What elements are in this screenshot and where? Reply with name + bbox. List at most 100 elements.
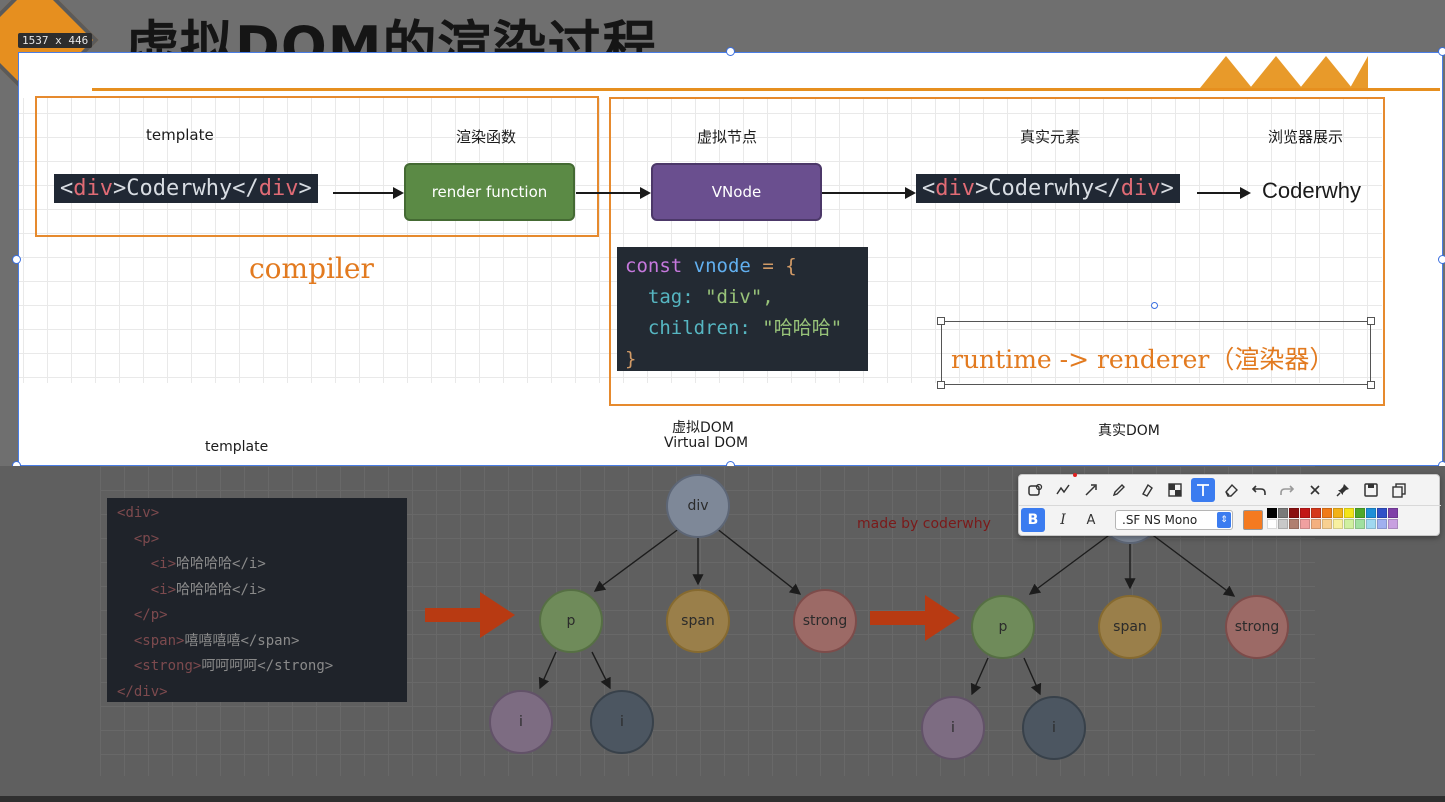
resize-handle[interactable] xyxy=(1367,317,1375,325)
code-string: "哈哈哈" xyxy=(762,317,843,339)
close-icon[interactable] xyxy=(1303,478,1327,502)
color-swatch[interactable] xyxy=(1333,508,1343,518)
arrow-head xyxy=(393,187,404,199)
text-tool-icon[interactable] xyxy=(1191,478,1215,502)
code-token: > xyxy=(298,176,312,201)
selection-handle[interactable] xyxy=(1438,47,1445,56)
font-size-icon[interactable]: A xyxy=(1086,512,1096,528)
compiler-group-box xyxy=(35,96,599,237)
color-swatch[interactable] xyxy=(1322,519,1332,529)
runtime-text[interactable]: runtime -> renderer（渲染器） xyxy=(951,345,1335,374)
selection-handle[interactable] xyxy=(1438,255,1445,264)
color-swatch[interactable] xyxy=(1377,508,1387,518)
undo-icon[interactable] xyxy=(1247,478,1271,502)
code-string: "div", xyxy=(705,286,774,308)
color-swatch[interactable] xyxy=(1377,519,1387,529)
runtime-group-box xyxy=(609,97,1385,406)
resize-handle[interactable] xyxy=(937,381,945,389)
code-token: > xyxy=(1160,176,1174,201)
color-swatch[interactable] xyxy=(1289,519,1299,529)
code-line: <p> xyxy=(117,527,397,553)
eraser-icon[interactable] xyxy=(1219,478,1243,502)
code-tag: i xyxy=(159,556,168,572)
code-token: > xyxy=(159,683,168,700)
color-swatch[interactable] xyxy=(1388,508,1398,518)
font-family-select[interactable]: .SF NS Mono ⇕ xyxy=(1115,510,1233,530)
code-token: > xyxy=(167,581,177,598)
color-swatch[interactable] xyxy=(1333,519,1343,529)
code-line: tag: "div", xyxy=(625,282,860,313)
save-icon[interactable] xyxy=(1359,478,1383,502)
selection-handle[interactable] xyxy=(12,255,21,264)
code-line: <span>嘻嘻嘻嘻</span> xyxy=(117,629,397,655)
mosaic-icon[interactable] xyxy=(1163,478,1187,502)
annotation-toolbar: B I A .SF NS Mono ⇕ xyxy=(1018,473,1441,536)
made-by-caption: made by coderwhy xyxy=(857,516,991,532)
code-tag: i xyxy=(159,581,168,598)
arrow-tool-icon[interactable] xyxy=(1079,478,1103,502)
color-swatch[interactable] xyxy=(1267,508,1277,518)
decor-wave xyxy=(1250,56,1302,88)
pen-tool-icon[interactable] xyxy=(1107,478,1131,502)
tree-node: strong xyxy=(1225,595,1289,659)
copy-icon[interactable] xyxy=(1387,478,1411,502)
color-swatch[interactable] xyxy=(1311,519,1321,529)
color-swatch[interactable] xyxy=(1267,519,1277,529)
color-swatch[interactable] xyxy=(1278,519,1288,529)
compiler-text: compiler xyxy=(249,252,374,285)
color-swatch[interactable] xyxy=(1300,519,1310,529)
color-swatch[interactable] xyxy=(1355,519,1365,529)
italic-button[interactable]: I xyxy=(1060,512,1066,528)
code-line: <i>哈哈哈哈</i> xyxy=(117,578,397,604)
select-caret-icon: ⇕ xyxy=(1217,512,1231,528)
code-token: > xyxy=(192,658,202,674)
resize-handle[interactable] xyxy=(937,317,945,325)
tree-node: p xyxy=(971,595,1035,659)
color-swatch[interactable] xyxy=(1300,508,1310,518)
selection-handle[interactable] xyxy=(726,47,735,56)
rotate-handle[interactable] xyxy=(1151,302,1158,309)
pin-icon[interactable] xyxy=(1331,478,1355,502)
browser-output: Coderwhy xyxy=(1262,178,1362,203)
title-rule xyxy=(92,88,1440,91)
code-token: </ xyxy=(117,683,134,700)
color-swatch[interactable] xyxy=(1366,519,1376,529)
code-text: 哈哈哈哈</i> xyxy=(176,581,266,598)
shape-tool-icon[interactable] xyxy=(1023,478,1047,502)
tree-node: p xyxy=(539,589,603,653)
code-token: > xyxy=(176,632,185,649)
decor-wave xyxy=(1350,56,1368,88)
color-swatch[interactable] xyxy=(1344,519,1354,529)
color-swatch[interactable] xyxy=(1289,508,1299,518)
color-swatch[interactable] xyxy=(1366,508,1376,518)
highlighter-icon[interactable] xyxy=(1135,478,1159,502)
redo-icon[interactable] xyxy=(1275,478,1299,502)
code-token: < xyxy=(60,176,74,201)
bold-button[interactable]: B xyxy=(1021,508,1045,532)
color-swatch[interactable] xyxy=(1355,508,1365,518)
line-tool-icon[interactable] xyxy=(1051,478,1075,502)
code-tag: span xyxy=(142,632,177,649)
code-line: </div> xyxy=(117,680,397,706)
template-label: template xyxy=(146,126,214,144)
color-swatch[interactable] xyxy=(1388,519,1398,529)
text-annotation-box[interactable]: runtime -> renderer（渲染器） xyxy=(941,321,1371,385)
code-tag: p xyxy=(150,607,160,623)
code-tag: div xyxy=(935,176,975,201)
code-token: > xyxy=(150,505,160,521)
resize-handle[interactable] xyxy=(1367,381,1375,389)
color-swatch[interactable] xyxy=(1278,508,1288,518)
font-family-value: .SF NS Mono xyxy=(1122,513,1198,527)
current-color-swatch[interactable] xyxy=(1243,510,1263,530)
color-swatch[interactable] xyxy=(1311,508,1321,518)
color-swatch[interactable] xyxy=(1322,508,1332,518)
code-tag: strong xyxy=(142,658,193,674)
code-tag: div xyxy=(125,505,151,521)
color-palette xyxy=(1267,508,1403,529)
code-brace: { xyxy=(785,255,797,277)
code-token: </ xyxy=(117,607,151,623)
color-swatch[interactable] xyxy=(1344,508,1354,518)
toolbar-divider xyxy=(1019,505,1441,506)
tree-node: div xyxy=(666,474,730,538)
browser-label: 浏览器展示 xyxy=(1268,128,1344,146)
